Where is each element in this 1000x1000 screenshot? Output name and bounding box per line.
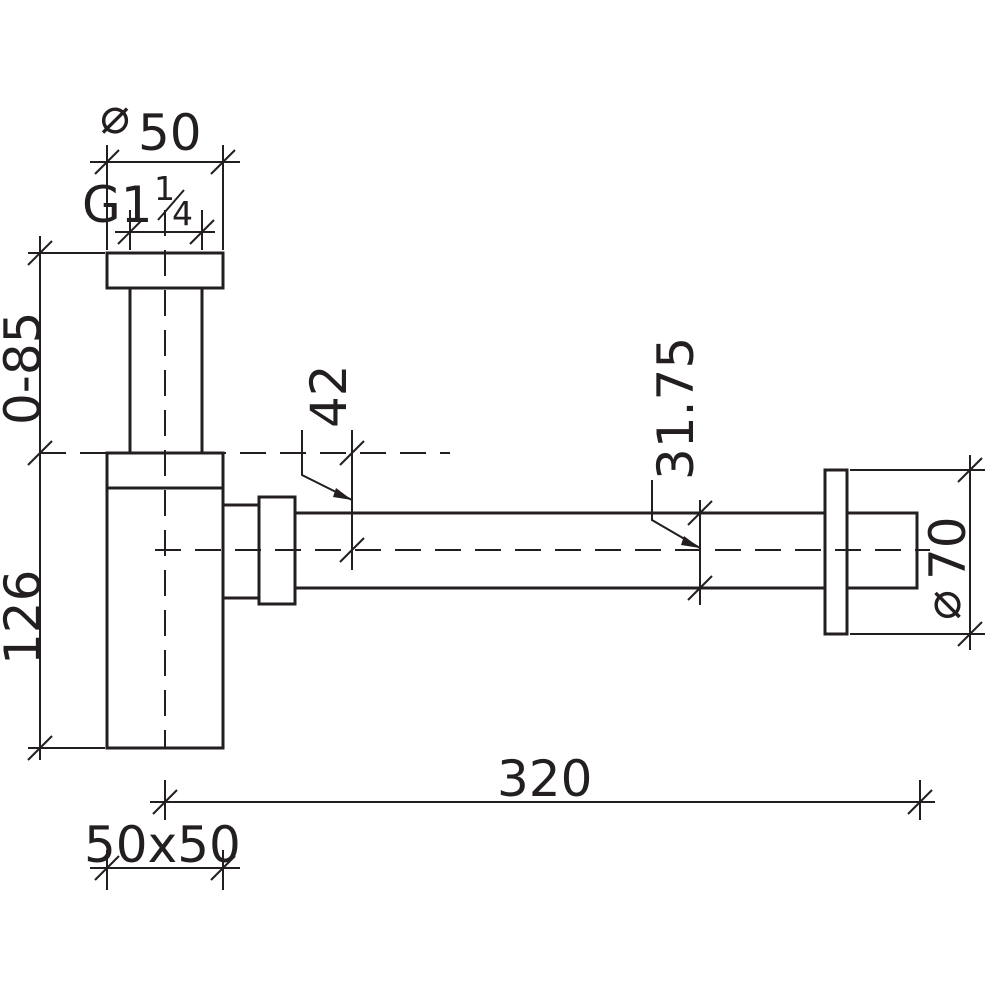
- thread-prefix-label: G1: [82, 176, 153, 234]
- thread-fraction-numerator: 1: [154, 169, 175, 208]
- dimension-labels: ⌀ 50 G1 1 4 0-85 126 42 31.75 70 ⌀ 320 5…: [0, 87, 977, 874]
- rosette-diameter-symbol: ⌀: [914, 590, 972, 620]
- inlet-diameter-label: 50: [138, 104, 202, 162]
- height-adjust-label: 0-85: [0, 312, 52, 425]
- pipe-diameter-label: 42: [300, 364, 358, 428]
- wall-rosette: [823, 468, 849, 636]
- rosette-diameter-label: 70: [919, 516, 977, 580]
- projection-length-label: 320: [497, 750, 592, 808]
- center-lines: [40, 210, 930, 748]
- body-section-label: 50x50: [84, 816, 241, 874]
- thread-fraction-denominator: 4: [172, 194, 193, 233]
- outlet-stub: [221, 503, 261, 600]
- inlet-diameter-symbol: ⌀: [100, 87, 130, 145]
- dimension-lines: [27, 145, 985, 890]
- siphon-parts: [105, 251, 919, 750]
- tube-diameter-label: 31.75: [647, 337, 705, 480]
- thread-fraction-bar: [157, 189, 185, 221]
- body-height-label: 126: [0, 570, 52, 665]
